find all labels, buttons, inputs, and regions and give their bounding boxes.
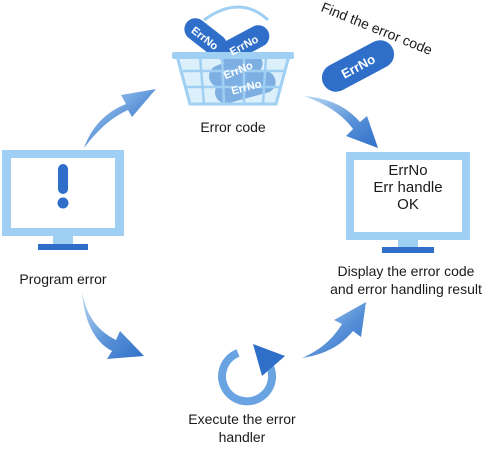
display-monitor-icon: [346, 152, 470, 253]
execute-label: Execute the error handler: [172, 410, 312, 446]
screen-line-ok: OK: [397, 196, 419, 213]
program-error-monitor-icon: [2, 150, 124, 250]
basket-icon: ErrNo ErrNo ErrNo ErrNo: [172, 5, 294, 106]
execute-label-line-1: Execute the error: [188, 411, 296, 427]
screen-line-err-handle: Err handle: [373, 179, 443, 196]
display-label-line-2: and error handling result: [330, 281, 482, 297]
basket-tag-1: [184, 18, 227, 57]
arrow-errorcode-to-display: [304, 96, 378, 148]
exclamation-icon: [57, 164, 69, 209]
arrow-program-to-errorcode: [84, 89, 156, 148]
display-screen-text: ErrNo Err handle OK: [354, 160, 462, 213]
floating-errno-tag: ErrNo: [321, 40, 395, 92]
display-label-line-1: Display the error code: [337, 263, 475, 279]
display-label: Display the error code and error handlin…: [316, 262, 496, 298]
error-code-label: Error code: [200, 119, 266, 135]
execute-label-line-2: handler: [218, 429, 266, 445]
screen-line-errno: ErrNo: [388, 162, 428, 179]
arrow-execute-to-display: [302, 302, 366, 358]
program-error-label: Program error: [19, 271, 107, 287]
arrow-program-to-execute: [82, 292, 144, 359]
refresh-icon: [218, 344, 285, 406]
